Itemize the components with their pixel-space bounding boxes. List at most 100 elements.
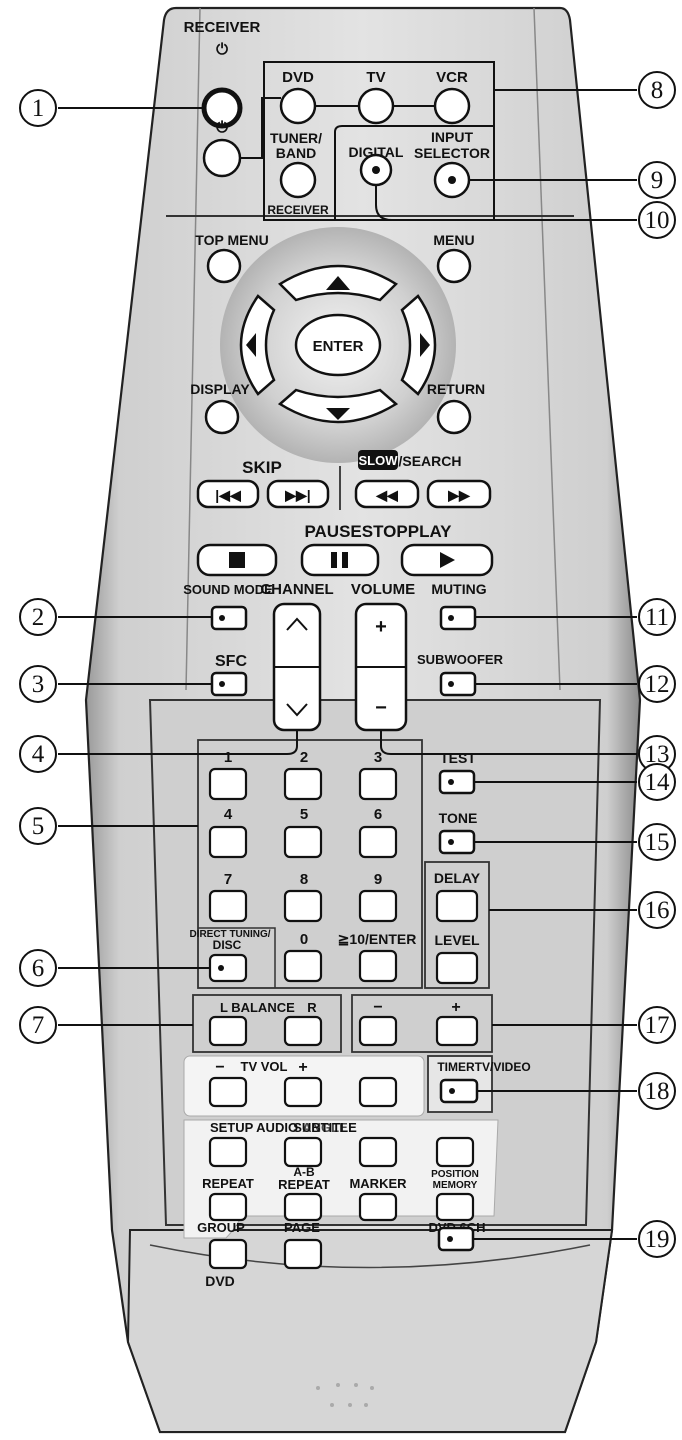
setup-button[interactable] <box>208 1136 248 1168</box>
skip-next-button[interactable] <box>266 479 330 509</box>
digit-1-button[interactable] <box>208 767 248 801</box>
skip-prev-button[interactable] <box>196 479 260 509</box>
search-forward-button[interactable] <box>426 479 492 509</box>
rewind-icon: ◀◀ <box>375 487 398 503</box>
digit-6-button[interactable] <box>358 825 398 859</box>
adjust-plus-button[interactable] <box>435 1015 479 1047</box>
level-button[interactable] <box>435 951 479 985</box>
subwoofer-button[interactable] <box>439 671 477 697</box>
digit-6-label: 6 <box>374 806 382 823</box>
delay-button[interactable] <box>435 889 479 923</box>
timer-tv-video-button[interactable] <box>439 1078 479 1104</box>
digit-8-button[interactable] <box>283 889 323 923</box>
tv-vol-down-button[interactable] <box>208 1076 248 1108</box>
marker-button[interactable] <box>358 1192 398 1222</box>
enter-button[interactable] <box>294 313 382 377</box>
callout-8: 8 <box>651 77 664 104</box>
pause-icon <box>331 552 337 568</box>
source-power-button[interactable] <box>202 138 242 178</box>
repeat-label: REPEAT <box>202 1176 254 1191</box>
dvd-6ch-button[interactable] <box>437 1226 475 1252</box>
digit-9-button[interactable] <box>358 889 398 923</box>
left-arrow-icon <box>246 333 256 357</box>
angle-label: ANGLE <box>302 1120 348 1135</box>
menu-button[interactable] <box>436 248 472 284</box>
a-b-repeat-button[interactable] <box>283 1192 323 1222</box>
marker-label: MARKER <box>349 1176 407 1191</box>
direct-tuning-disc-button[interactable] <box>208 953 248 983</box>
repeat-button[interactable] <box>208 1192 248 1222</box>
digit-0-button[interactable] <box>283 949 323 983</box>
digit-7-button[interactable] <box>208 889 248 923</box>
audio-button[interactable] <box>283 1136 323 1168</box>
callout-9: 9 <box>651 167 664 194</box>
balance-left-button[interactable] <box>208 1015 248 1047</box>
position-label: POSITION <box>431 1169 479 1180</box>
angle-button[interactable] <box>435 1136 475 1168</box>
a-b-label: A-B <box>293 1165 315 1179</box>
vcr-button[interactable] <box>433 87 471 125</box>
callout-2: 2 <box>32 604 45 631</box>
return-button[interactable] <box>436 399 472 435</box>
dvd-section-label: DVD <box>205 1273 235 1289</box>
tv-vol-plus-label: + <box>298 1059 307 1076</box>
nav-right-button[interactable] <box>400 294 437 396</box>
group-button[interactable] <box>208 1238 248 1270</box>
sound-mode-label: SOUND MODE <box>183 582 273 597</box>
search-rewind-button[interactable] <box>354 479 420 509</box>
delay-level-frame <box>424 861 490 989</box>
down-arrow-icon <box>326 408 350 420</box>
display-button[interactable] <box>204 399 240 435</box>
receiver-small-label: RECEIVER <box>267 203 329 217</box>
skip-prev-icon: |◀◀ <box>215 487 241 503</box>
digit-5-button[interactable] <box>283 825 323 859</box>
speaker-dots <box>316 1383 374 1407</box>
tone-button[interactable] <box>438 829 476 855</box>
test-button[interactable] <box>438 769 476 795</box>
subtitle-button[interactable] <box>358 1136 398 1168</box>
digit-0-label: 0 <box>300 931 308 948</box>
sound-mode-button[interactable] <box>210 605 248 631</box>
nav-down-button[interactable] <box>277 388 399 424</box>
digit-4-button[interactable] <box>208 825 248 859</box>
top-menu-label: TOP MENU <box>195 232 268 248</box>
subwoofer-label: SUBWOOFER <box>417 652 504 667</box>
tv-button[interactable] <box>357 87 395 125</box>
nav-left-button[interactable] <box>239 294 276 396</box>
sfc-label: SFC <box>215 653 247 670</box>
balance-right-button[interactable] <box>283 1015 323 1047</box>
digit-2-button[interactable] <box>283 767 323 801</box>
display-label: DISPLAY <box>190 381 250 397</box>
callout-12: 12 <box>645 671 670 698</box>
tv-label: TV <box>366 69 385 86</box>
tone-label: TONE <box>439 810 478 826</box>
tv-vol-up-button[interactable] <box>283 1076 323 1108</box>
enter-label: ENTER <box>313 338 364 355</box>
pause-button[interactable] <box>300 543 380 577</box>
callout-3: 3 <box>32 671 45 698</box>
page-button[interactable] <box>283 1238 323 1270</box>
slow-label: SLOW <box>359 453 399 468</box>
balance-label: BALANCE <box>231 1000 295 1015</box>
position-memory-button[interactable] <box>435 1192 475 1222</box>
page-label: PAGE <box>284 1220 320 1235</box>
digit-9-label: 9 <box>374 871 382 888</box>
digit-5-label: 5 <box>300 806 308 823</box>
muting-button[interactable] <box>439 605 477 631</box>
right-arrow-icon <box>420 333 430 357</box>
adjust-minus-button[interactable] <box>358 1015 398 1047</box>
dvd-button[interactable] <box>279 87 317 125</box>
blank-button[interactable] <box>358 1076 398 1108</box>
digit-7-label: 7 <box>224 871 232 888</box>
ten-enter-button[interactable] <box>358 949 398 983</box>
direct-tuning-label: DIRECT TUNING/ <box>189 929 270 940</box>
band-label: BAND <box>276 145 316 161</box>
power-symbol-label: ⏻ <box>216 41 228 58</box>
callout-7: 7 <box>32 1012 45 1039</box>
digit-3-button[interactable] <box>358 767 398 801</box>
tuner-band-button[interactable] <box>279 161 317 199</box>
sfc-button[interactable] <box>210 671 248 697</box>
muting-label: MUTING <box>431 581 486 597</box>
top-menu-button[interactable] <box>206 248 242 284</box>
